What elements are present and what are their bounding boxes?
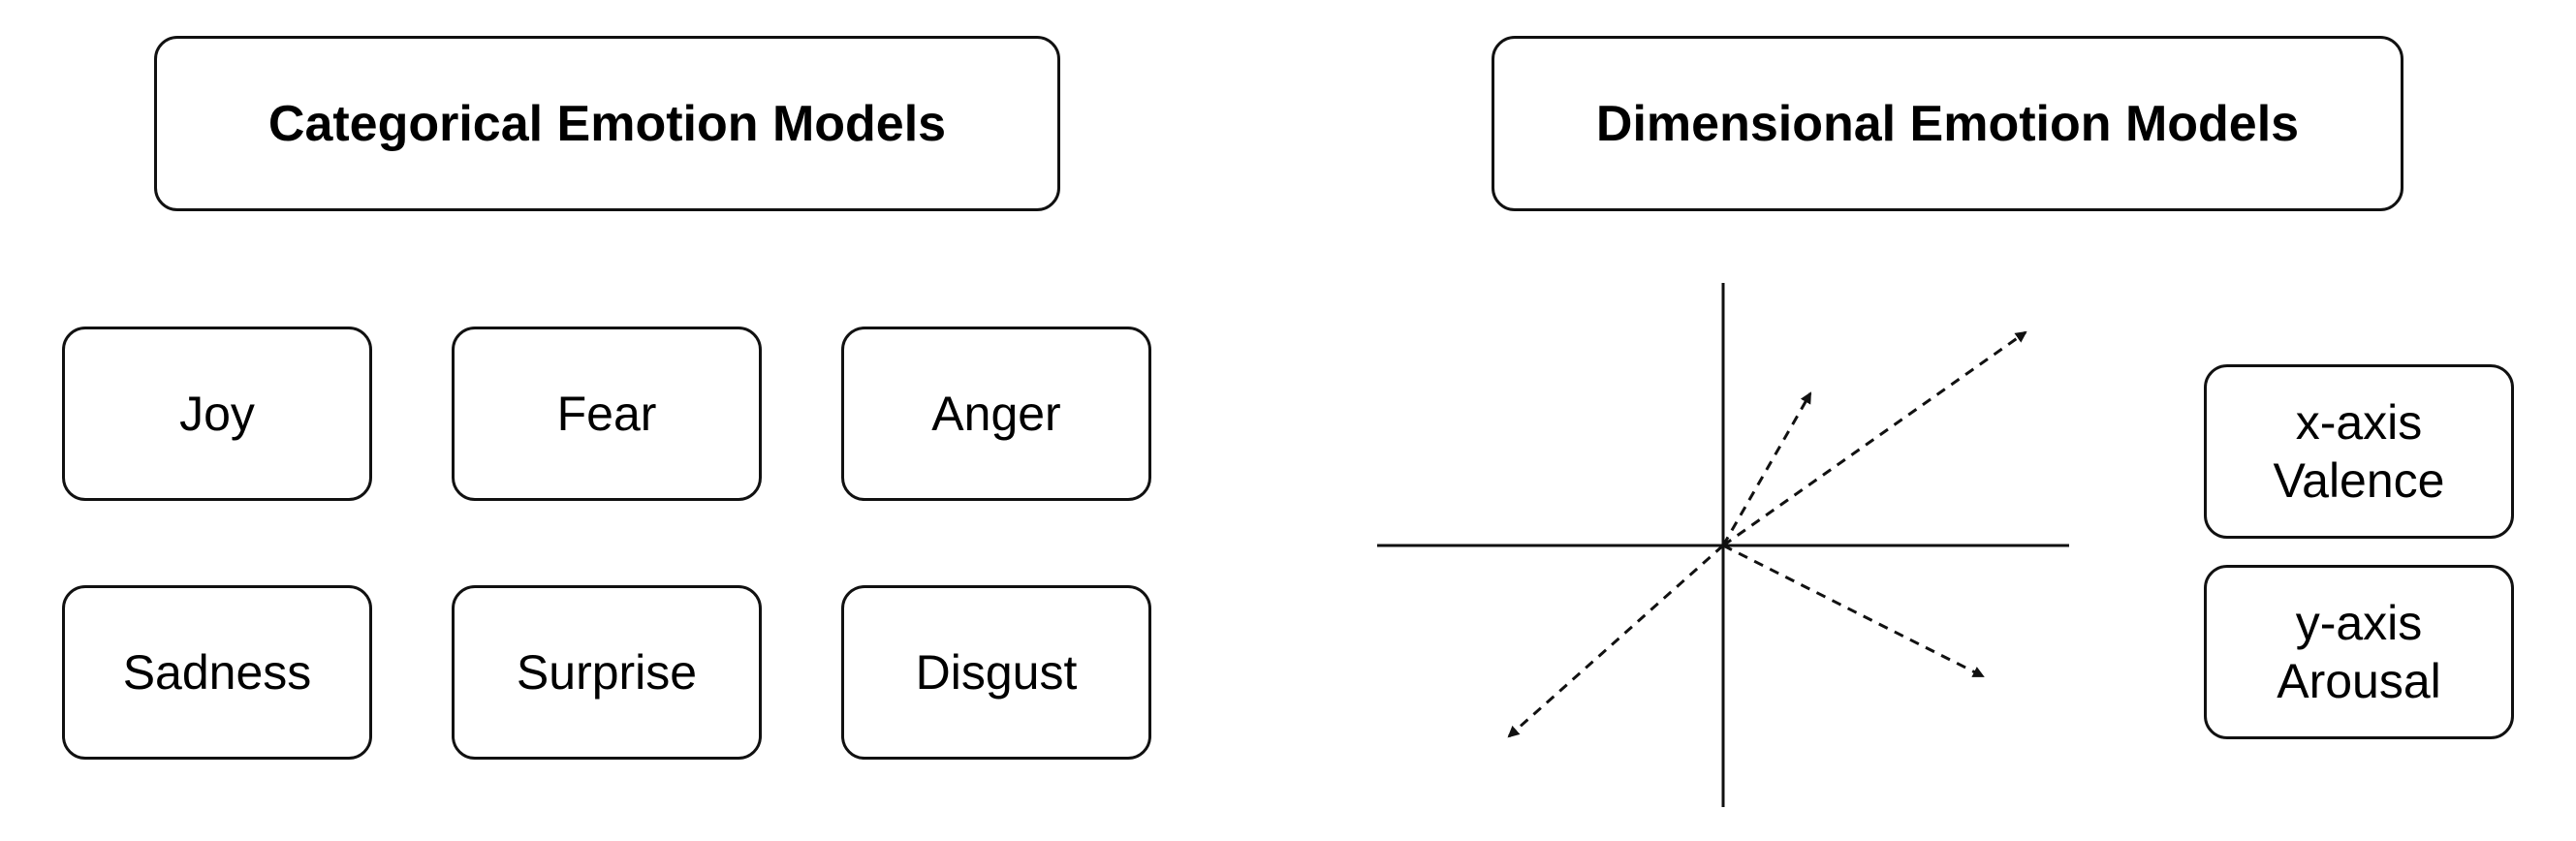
x-axis-label: x-axis <box>2295 395 2423 450</box>
emotion-label: Joy <box>179 387 255 441</box>
dimensional-title-box: Dimensional Emotion Models <box>1492 36 2403 211</box>
x-axis-legend-box: x-axis Valence <box>2204 364 2514 539</box>
x-axis-name: Valence <box>2273 453 2445 508</box>
categorical-title-box: Categorical Emotion Models <box>154 36 1060 211</box>
y-axis-legend-box: y-axis Arousal <box>2204 565 2514 739</box>
dashed-vector-arrow-3 <box>1722 544 1985 678</box>
dashed-vector-arrow-2 <box>1722 330 2027 547</box>
emotion-box-fear: Fear <box>452 327 762 501</box>
emotion-label: Sadness <box>122 645 312 700</box>
emotion-box-joy: Joy <box>62 327 372 501</box>
emotion-label: Anger <box>931 387 1061 441</box>
dashed-vector-arrow-4 <box>1507 544 1724 738</box>
categorical-title: Categorical Emotion Models <box>267 95 947 152</box>
emotion-box-disgust: Disgust <box>841 585 1151 760</box>
y-axis-label: y-axis <box>2295 596 2423 650</box>
emotion-label: Surprise <box>516 645 698 700</box>
emotion-box-sadness: Sadness <box>62 585 372 760</box>
emotion-box-anger: Anger <box>841 327 1151 501</box>
dimensional-title: Dimensional Emotion Models <box>1595 95 2300 152</box>
emotion-label: Disgust <box>915 645 1078 700</box>
emotion-label: Fear <box>556 387 657 441</box>
y-axis-name: Arousal <box>2277 654 2441 708</box>
emotion-box-surprise: Surprise <box>452 585 762 760</box>
dashed-vector-arrow-1 <box>1721 391 1812 546</box>
